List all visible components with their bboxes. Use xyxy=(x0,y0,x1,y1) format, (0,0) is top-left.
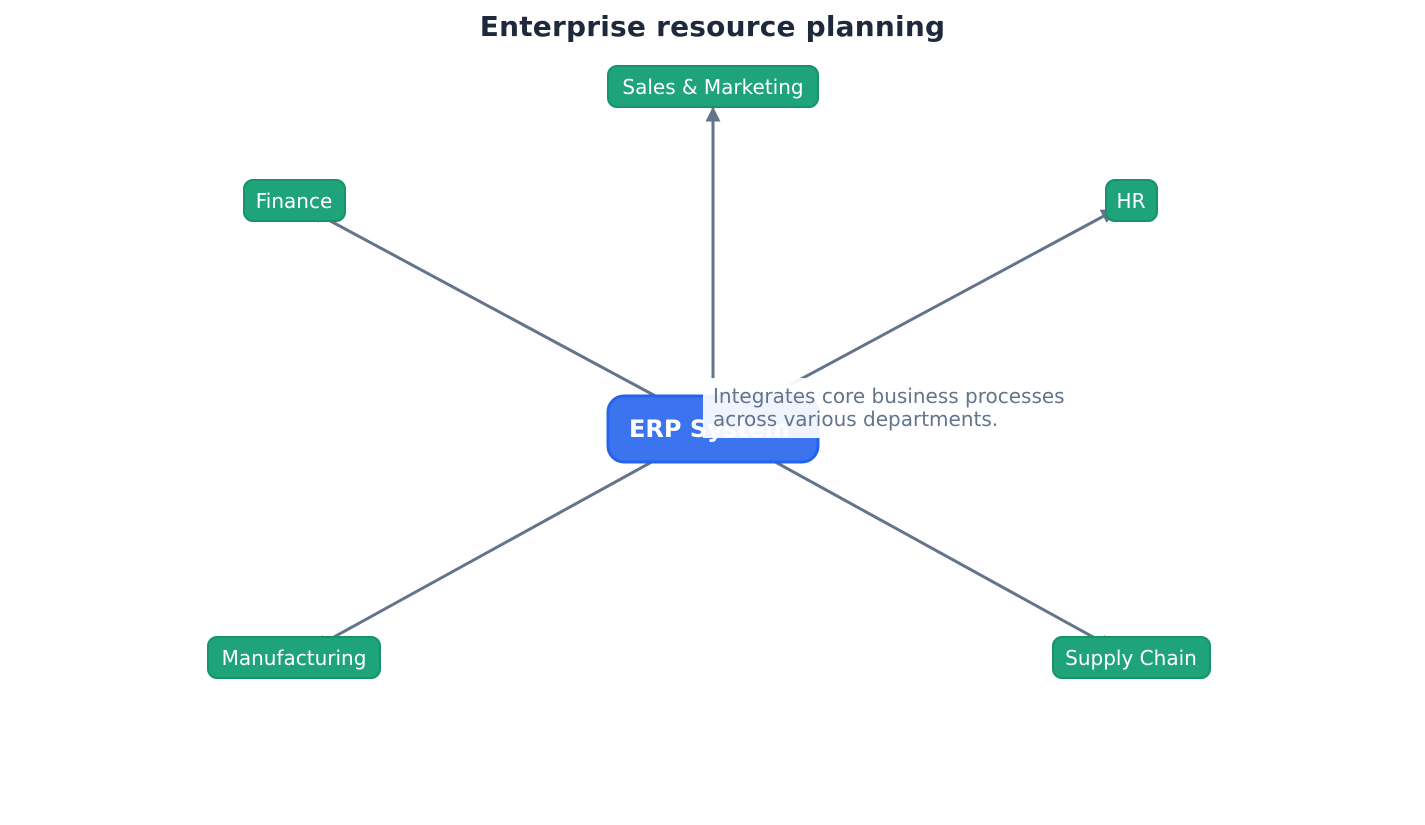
edge-erp-to-hr xyxy=(789,208,1117,387)
department-node-finance[interactable]: Finance xyxy=(243,179,346,222)
edge-supply-chain-to-erp xyxy=(728,435,1115,650)
annotation: Integrates core business processes acros… xyxy=(703,378,1065,438)
department-node-label: HR xyxy=(1117,189,1146,213)
annotation-background xyxy=(703,378,820,438)
department-node-hr[interactable]: HR xyxy=(1105,179,1158,222)
department-node-box xyxy=(607,65,819,108)
department-node-sales-marketing[interactable]: Sales & Marketing xyxy=(607,65,819,108)
edge-manufacturing-to-erp xyxy=(312,435,699,650)
department-node-box xyxy=(1105,179,1158,222)
department-node-label: Manufacturing xyxy=(222,646,367,670)
department-node-supply-chain[interactable]: Supply Chain xyxy=(1052,636,1211,679)
department-node-box xyxy=(243,179,346,222)
annotation-line-2: across various departments. xyxy=(713,407,998,431)
department-node-label: Sales & Marketing xyxy=(622,75,803,99)
department-node-box xyxy=(207,636,381,679)
edge-erp-to-finance xyxy=(308,208,701,422)
diagram-title: Enterprise resource planning xyxy=(479,10,946,43)
department-node-manufacturing[interactable]: Manufacturing xyxy=(207,636,381,679)
department-node-box xyxy=(1052,636,1211,679)
department-node-label: Finance xyxy=(256,189,333,213)
department-node-label: Supply Chain xyxy=(1065,646,1197,670)
edges xyxy=(308,106,1117,650)
annotation-line-1: Integrates core business processes xyxy=(713,384,1065,408)
